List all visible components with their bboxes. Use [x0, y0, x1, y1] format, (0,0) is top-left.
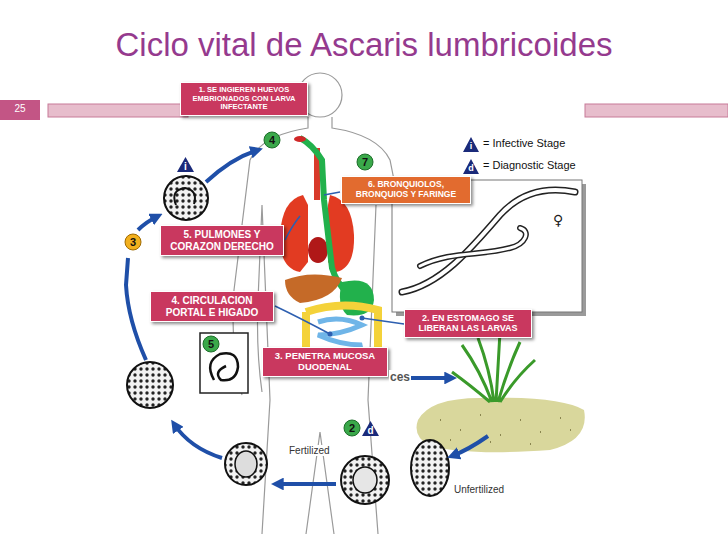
leader-line: [362, 318, 404, 324]
box-text: 1. SE INGIEREN HUEVOS EMBRIONADOS CON LA…: [184, 86, 304, 112]
circle-shape: [264, 132, 280, 148]
header-bar: [585, 104, 728, 117]
adult-worm: [402, 190, 575, 292]
callout-number: 4: [263, 131, 281, 149]
egg: [225, 443, 267, 485]
grass: [452, 332, 535, 402]
circle-shape: [203, 336, 219, 352]
box-text: 2. EN ESTOMAGO SE LIBERAN LAS LARVAS: [408, 313, 528, 334]
stage-marker: i: [177, 157, 194, 172]
egg-label: Unfertilized: [453, 484, 505, 495]
cycle-arrow: [138, 216, 158, 230]
egg: [127, 362, 173, 408]
marker-text: 7: [356, 153, 374, 171]
marker-text: 2: [343, 419, 361, 437]
callout-number: 2: [343, 419, 361, 437]
adult-worm: [420, 228, 526, 266]
slide-title: Ciclo vital de Ascaris lumbricoides: [0, 26, 728, 64]
legend-triangle: [463, 159, 479, 174]
cycle-arrow: [410, 376, 452, 380]
marker-text: 3: [124, 233, 142, 251]
callout-number: 5: [202, 335, 220, 353]
legend-text: = Diagnostic Stage: [483, 159, 576, 171]
egg-embryo: [235, 451, 257, 477]
box-text: 3. PENETRA MUCOSA DUODENAL: [266, 351, 384, 373]
process-box: 2. EN ESTOMAGO SE LIBERAN LAS LARVAS: [404, 309, 532, 338]
circle-shape: [344, 420, 360, 436]
leader-dot: [360, 316, 365, 321]
process-box: 1. SE INGIEREN HUEVOS EMBRIONADOS CON LA…: [180, 82, 308, 116]
adult-worm: [402, 190, 575, 292]
larva: [210, 353, 238, 380]
cycle-arrow: [206, 150, 258, 182]
leader-dot: [328, 332, 333, 337]
cycle-arrow: [126, 258, 146, 360]
process-box: 3. PENETRA MUCOSA DUODENAL: [262, 347, 388, 377]
box-text: 5. PULMONES Y CORAZON DERECHO: [164, 229, 280, 252]
leader-line: [324, 192, 340, 195]
mouth: [294, 136, 306, 142]
callout-number: 3: [124, 233, 142, 251]
part-label: ces: [389, 370, 411, 384]
soil: [417, 398, 585, 453]
legend-symbol: d: [463, 163, 479, 173]
leader-line: [285, 216, 300, 240]
slide-number-box: [0, 100, 40, 120]
cycle-arrow: [174, 424, 222, 458]
legend-triangle: [463, 137, 479, 152]
header-bar: [48, 104, 188, 117]
slide-number: 25: [0, 103, 40, 114]
lung: [280, 195, 308, 272]
circle-shape: [357, 154, 373, 170]
stage-marker: d: [362, 421, 379, 436]
cycle-arrow: [276, 482, 336, 486]
unfertilized-egg: [411, 440, 449, 496]
marker-text: d: [362, 421, 379, 440]
process-box: 4. CIRCULACION PORTAL E HIGADO: [150, 291, 274, 322]
embryonated-egg: [164, 176, 208, 220]
esophagus: [300, 138, 347, 292]
liver: [285, 274, 342, 303]
box-text: 4. CIRCULACION PORTAL E HIGADO: [154, 295, 270, 318]
sex-symbol: ♀: [552, 212, 564, 228]
cycle-arrow: [452, 436, 488, 456]
egg-embryo: [353, 467, 377, 493]
legend-symbol: i: [463, 141, 479, 151]
process-box: 6. BRONQUIOLOS, BRONQUIOS Y FARINGE: [341, 176, 471, 204]
box-text: 6. BRONQUIOLOS, BRONQUIOS Y FARINGE: [345, 180, 467, 200]
circle-shape: [125, 234, 141, 250]
larva-panel: [200, 333, 248, 393]
process-box: 5. PULMONES Y CORAZON DERECHO: [160, 225, 284, 256]
marker-text: 5: [202, 335, 220, 353]
adult-worm: [420, 228, 526, 266]
soil-texture: [440, 415, 571, 444]
marker-text: i: [177, 157, 194, 176]
fertilized-egg: [341, 456, 389, 504]
legend-text: = Infective Stage: [483, 137, 565, 149]
egg-label: Fertilized: [288, 445, 331, 456]
heart: [308, 237, 328, 263]
egg-larva: [174, 188, 195, 205]
callout-number: 7: [356, 153, 374, 171]
marker-text: 4: [263, 131, 281, 149]
leader-line: [275, 306, 330, 334]
